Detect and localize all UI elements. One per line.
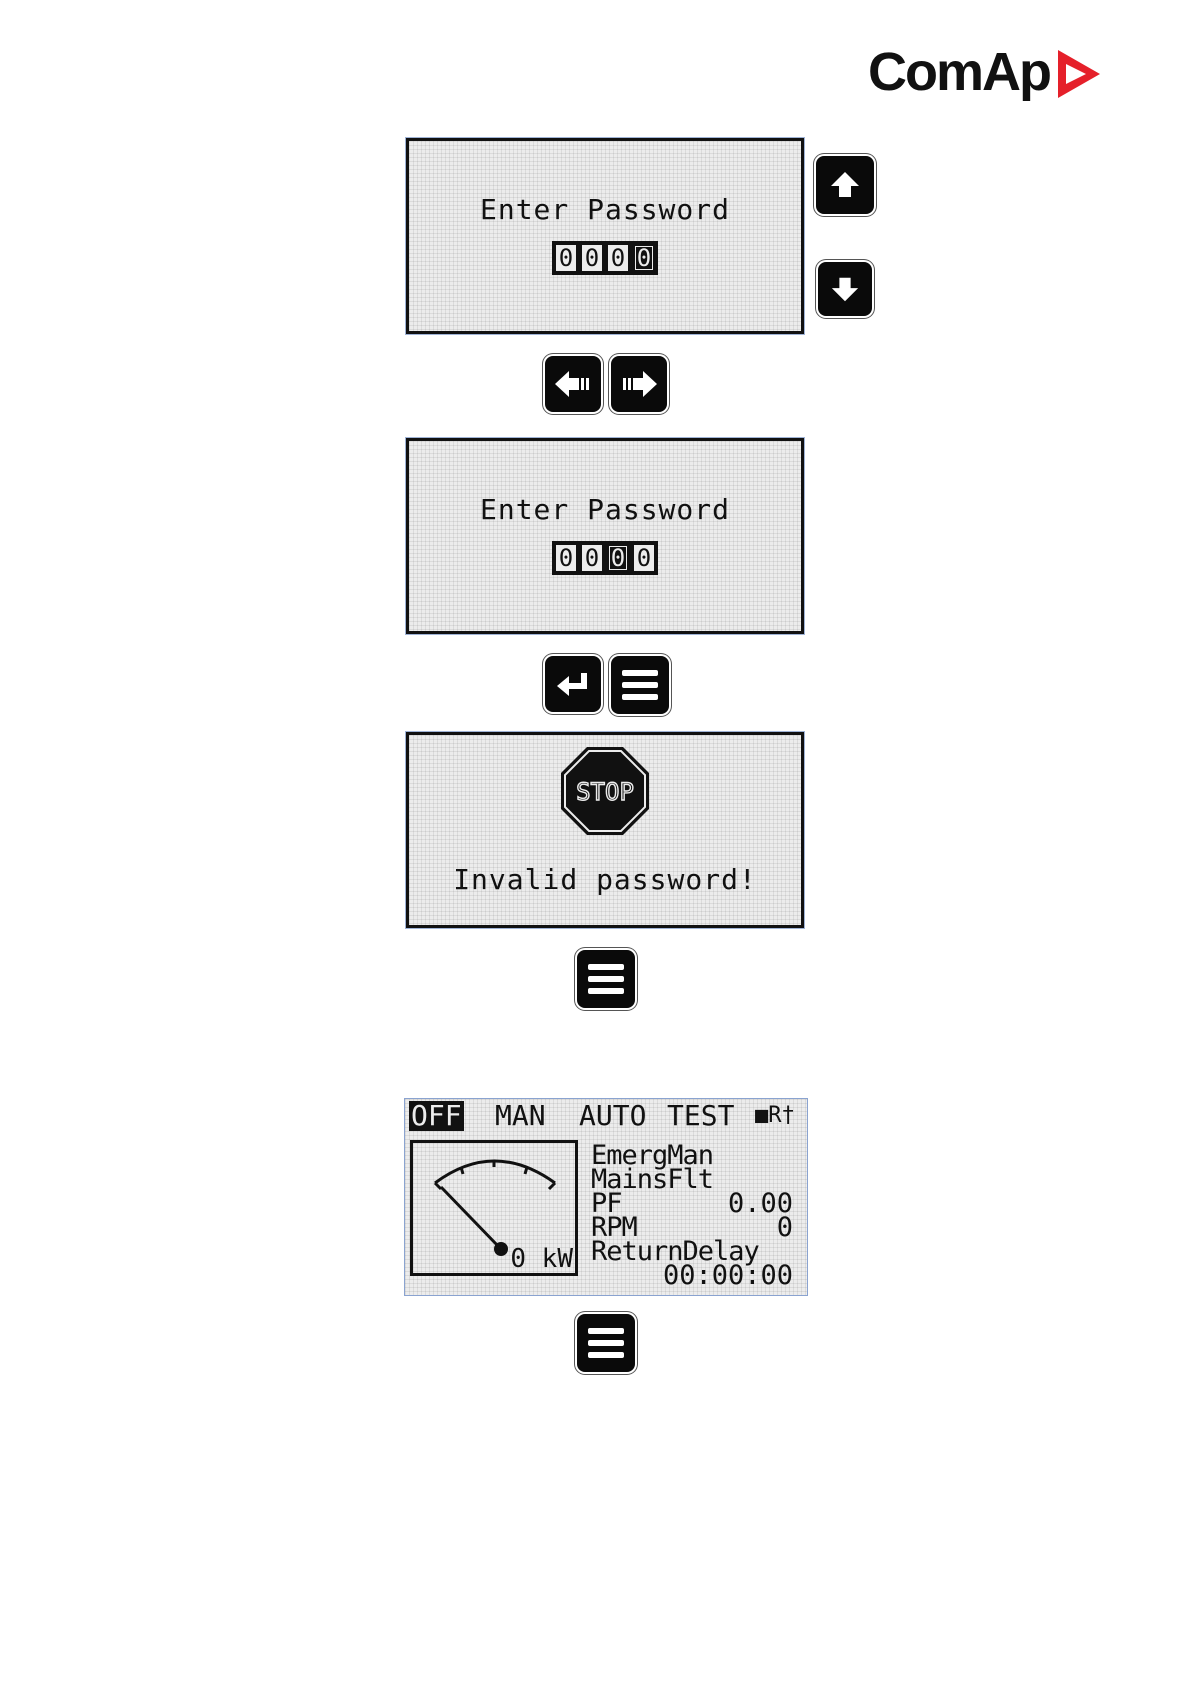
gauge-value: 0 kW [510,1245,573,1273]
menu-icon [586,961,626,997]
password-digit: 0 [580,543,604,573]
password-digit: 0 [632,543,656,573]
stop-label: STOP [576,778,634,806]
invalid-password-message: Invalid password! [409,863,801,896]
comap-logo: ComAp [868,44,1102,100]
password-digits: 0 0 0 0 [552,241,658,275]
password-title: Enter Password [409,193,801,226]
up-arrow-icon [829,169,861,201]
right-arrow-icon [619,369,659,399]
logo-text: ComAp [868,45,1050,99]
password-digit: 0 [606,243,630,273]
lcd-screen-password-2: Enter Password 0 0 0 0 [406,438,804,634]
menu-icon [620,667,660,703]
down-button[interactable] [818,262,872,316]
menu-icon [586,1325,626,1361]
mode-bar: OFF MAN AUTO TEST ■R† [407,1101,805,1131]
menu-button[interactable] [577,1314,635,1372]
lcd-screen-invalid-password: STOP Invalid password! [406,732,804,928]
stop-sign-icon: STOP [559,745,651,837]
rpm-value: 0 [777,1217,793,1239]
left-arrow-icon [553,369,593,399]
password-title: Enter Password [409,493,801,526]
password-digit: 0 [580,243,604,273]
mode-off: OFF [409,1101,464,1131]
menu-button[interactable] [577,950,635,1008]
right-button[interactable] [611,356,667,412]
timer-value: 00:00:00 [663,1265,793,1287]
menu-button[interactable] [611,656,669,714]
password-digit: 0 [554,243,578,273]
password-digits: 0 0 0 0 [552,541,658,575]
password-digit-selected: 0 [632,243,656,273]
password-digit: 0 [554,543,578,573]
password-digit-selected: 0 [606,543,630,573]
down-arrow-icon [830,274,860,304]
left-button[interactable] [545,356,601,412]
mode-test: TEST [667,1101,734,1131]
mode-man: MAN [495,1101,546,1131]
up-button[interactable] [816,156,874,214]
lcd-screen-password-1: Enter Password 0 0 0 0 [406,138,804,334]
status-icons: ■R† [755,1101,795,1131]
enter-button[interactable] [545,656,601,712]
mode-auto: AUTO [579,1101,646,1131]
enter-icon [555,670,591,698]
lcd-screen-main: OFF MAN AUTO TEST ■R† 0 kW EmergMan Main… [404,1098,808,1296]
logo-arrow-icon [1056,48,1102,100]
power-gauge: 0 kW [410,1140,578,1276]
